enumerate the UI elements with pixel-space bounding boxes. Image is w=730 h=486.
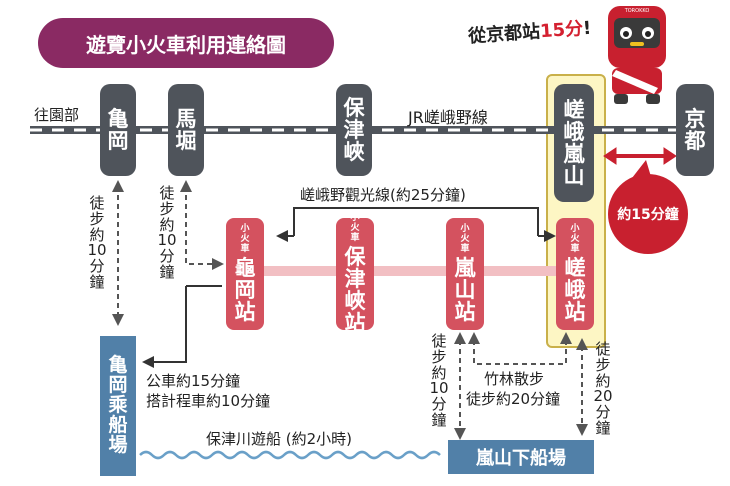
taxi-time: 搭計程車約10分鐘 bbox=[146, 392, 271, 410]
jr-toward-label: 往園部 bbox=[34, 106, 80, 124]
bus-time: 公車約15分鐘 bbox=[146, 372, 241, 390]
kyoto-arrow bbox=[603, 147, 677, 165]
jr-station-hozukyo[interactable]: 保 津 峽 bbox=[336, 84, 372, 176]
bamboo-walk-time: 徒步約20分鐘 bbox=[466, 390, 561, 408]
kyoto-time-label: 約15分鐘 bbox=[617, 207, 679, 223]
page-title: 遊覽小火車利用連絡圖 bbox=[38, 18, 334, 68]
torokko-arrow-left bbox=[276, 230, 288, 242]
jr-station-kyoto[interactable]: 京 都 bbox=[676, 84, 714, 176]
walk-umahori-arrow bbox=[185, 186, 216, 265]
jr-line-name: JR嵯峨野線 bbox=[408, 108, 488, 127]
torokko-prefix: 小火車 bbox=[570, 224, 580, 254]
jr-station-kameoka[interactable]: 亀 岡 bbox=[100, 84, 136, 176]
bus-taxi-arrow bbox=[150, 286, 187, 363]
torokko-prefix: 小火車 bbox=[240, 224, 250, 254]
kyoto-time-bubble bbox=[608, 160, 688, 254]
bamboo-walk-arrow bbox=[473, 340, 567, 365]
bamboo-walk-title: 竹林散步 bbox=[484, 370, 545, 388]
torokko-arrow-right bbox=[544, 230, 556, 242]
arashiyama-pier[interactable]: 嵐山下船場 bbox=[448, 440, 594, 474]
mascot-badge: TOROKKO bbox=[624, 8, 650, 14]
torokko-station-arashiyama[interactable]: 小火車 嵐 山 站 bbox=[446, 218, 484, 330]
torokko-route-arrow bbox=[284, 207, 548, 237]
torokko-track bbox=[246, 266, 576, 276]
kameoka-pier[interactable]: 亀岡乘船場 bbox=[100, 336, 136, 476]
river-boat-label: 保津川遊船 (約2小時) bbox=[206, 430, 353, 448]
mascot-icon bbox=[608, 6, 666, 104]
torokko-line-label: 嵯峨野觀光線(約25分鐘) bbox=[300, 186, 466, 204]
torokko-station-kameoka[interactable]: 小火車 龜 岡 站 bbox=[226, 218, 264, 330]
river-wave bbox=[139, 450, 441, 460]
jr-station-saga-arashiyama[interactable]: 嵯 峨 嵐 山 bbox=[554, 84, 594, 202]
jr-station-umahori[interactable]: 馬 堀 bbox=[168, 84, 204, 176]
torokko-prefix: 小火車 bbox=[460, 224, 470, 254]
torokko-station-saga[interactable]: 小火車 嵯 峨 站 bbox=[556, 218, 594, 330]
torokko-station-hozukyo[interactable]: 小火車 保 津 峽 站 bbox=[336, 213, 374, 334]
torokko-prefix: 小火車 bbox=[350, 213, 360, 243]
